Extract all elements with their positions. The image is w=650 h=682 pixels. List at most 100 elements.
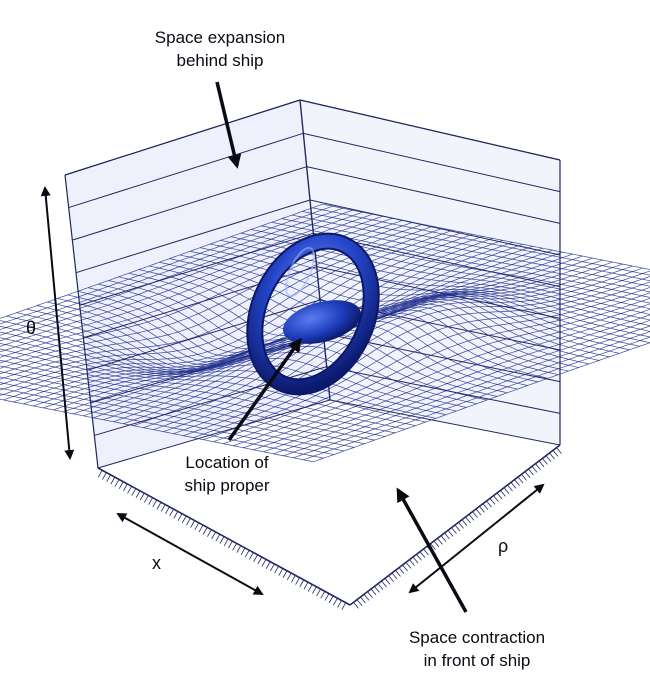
location-label: Location of ship proper: [152, 451, 302, 497]
floor-tick: [207, 529, 212, 537]
ship-core: [283, 300, 361, 344]
floor-tick: [440, 535, 447, 542]
floor-tick: [360, 596, 366, 604]
floor-tick: [356, 599, 363, 606]
floor-tick: [423, 548, 429, 556]
floor-tick: [131, 488, 137, 496]
mesh-line-y: [0, 213, 373, 347]
floor-tick: [169, 508, 174, 517]
contraction-label: Space contraction in front of ship: [372, 626, 582, 672]
expansion-label: Space expansion behind ship: [115, 26, 325, 72]
expansion-label-line2: behind ship: [176, 51, 264, 70]
wall-grid-line: [79, 232, 314, 306]
floor-tick: [219, 536, 225, 544]
wall-grid-line: [75, 199, 311, 274]
floor-tick: [106, 474, 111, 483]
floor-tick: [110, 476, 116, 485]
floor-tick: [486, 500, 492, 508]
location-label-line2: ship proper: [184, 476, 270, 495]
wall-edge: [299, 99, 561, 161]
axis-arrows: [40, 186, 545, 595]
floor-tick: [465, 516, 471, 524]
ship-body: [246, 232, 380, 396]
floor-tick: [303, 581, 309, 590]
wall-grid-line: [326, 366, 561, 414]
floor-tick: [447, 530, 454, 537]
floor-tick: [97, 470, 103, 478]
floor-tick: [405, 562, 412, 569]
floor-tick: [454, 524, 461, 532]
mesh-line-y: [163, 265, 633, 433]
floor-tick: [198, 524, 204, 533]
wall-grid-line: [72, 166, 307, 241]
floor-tick: [479, 506, 485, 513]
floor-tick: [458, 522, 464, 529]
floor-tick: [333, 597, 338, 606]
floor-tick: [398, 567, 405, 574]
mesh-line-y: [283, 325, 650, 457]
floor-tick: [123, 483, 128, 492]
floor-tick: [291, 575, 296, 583]
wall-grid-line: [303, 132, 561, 193]
floor-tick: [493, 495, 499, 502]
floor-tick: [370, 588, 377, 596]
floor-tick: [507, 484, 513, 492]
rho-axis-label: ρ: [498, 536, 509, 556]
floor-tick: [240, 547, 246, 556]
floor-tick: [535, 463, 541, 470]
floor-tick: [549, 452, 555, 460]
mesh-line-y: [183, 270, 650, 437]
floor-tick: [531, 466, 538, 473]
wall-edge: [64, 99, 301, 176]
floor-tick: [173, 511, 179, 519]
floor-tick: [528, 468, 534, 476]
floor-tick: [114, 479, 120, 487]
floor-tick: [419, 551, 426, 558]
floor-tick: [353, 602, 359, 609]
floor-tick: [102, 472, 107, 480]
floor-tick: [416, 554, 422, 561]
floor-tick: [165, 506, 170, 515]
floor-tick: [472, 511, 478, 518]
contraction-label-line1: Space contraction: [408, 628, 546, 647]
mesh-line-y: [173, 267, 643, 435]
mesh-line-y: [223, 292, 650, 445]
floor-tick: [545, 455, 552, 462]
wall-grid-line: [319, 299, 561, 351]
x-axis-arrow: [116, 513, 264, 595]
floor-tick: [510, 482, 517, 489]
floor-tick: [312, 586, 317, 594]
expansion-label-line1: Space expansion: [154, 28, 286, 47]
floor-tick: [270, 563, 275, 572]
floor-tick: [156, 502, 162, 510]
mesh-line-y: [0, 207, 343, 330]
floor-tick: [521, 474, 527, 481]
floor-tick: [437, 538, 443, 545]
floor-tick: [223, 538, 229, 546]
floor-tick: [177, 513, 183, 521]
floor-tick: [475, 508, 482, 516]
floor-tick: [249, 552, 254, 560]
floor-tick: [552, 450, 559, 457]
floor-tick: [489, 498, 496, 505]
floor-tick: [253, 554, 258, 562]
floor-tick: [377, 583, 384, 590]
floor-tick: [538, 460, 545, 468]
mesh-line-y: [3, 233, 473, 401]
mesh-line-y: [273, 320, 650, 455]
floor-tick: [152, 499, 158, 508]
wall-grid-line: [306, 166, 561, 224]
floor-tick: [316, 588, 321, 597]
mesh-line-y: [313, 342, 650, 463]
floor-tick: [391, 572, 398, 580]
floor-tick: [409, 559, 415, 566]
floor-tick: [282, 570, 288, 578]
mesh-line-y: [0, 211, 363, 342]
mesh-line-y: [153, 263, 623, 431]
back-wall-right: [300, 100, 560, 445]
floor-tick: [118, 481, 124, 489]
mesh-line-y: [233, 298, 650, 447]
mesh-line-y: [293, 331, 650, 459]
mesh-line-y: [303, 336, 650, 461]
floor-tick: [514, 479, 520, 486]
